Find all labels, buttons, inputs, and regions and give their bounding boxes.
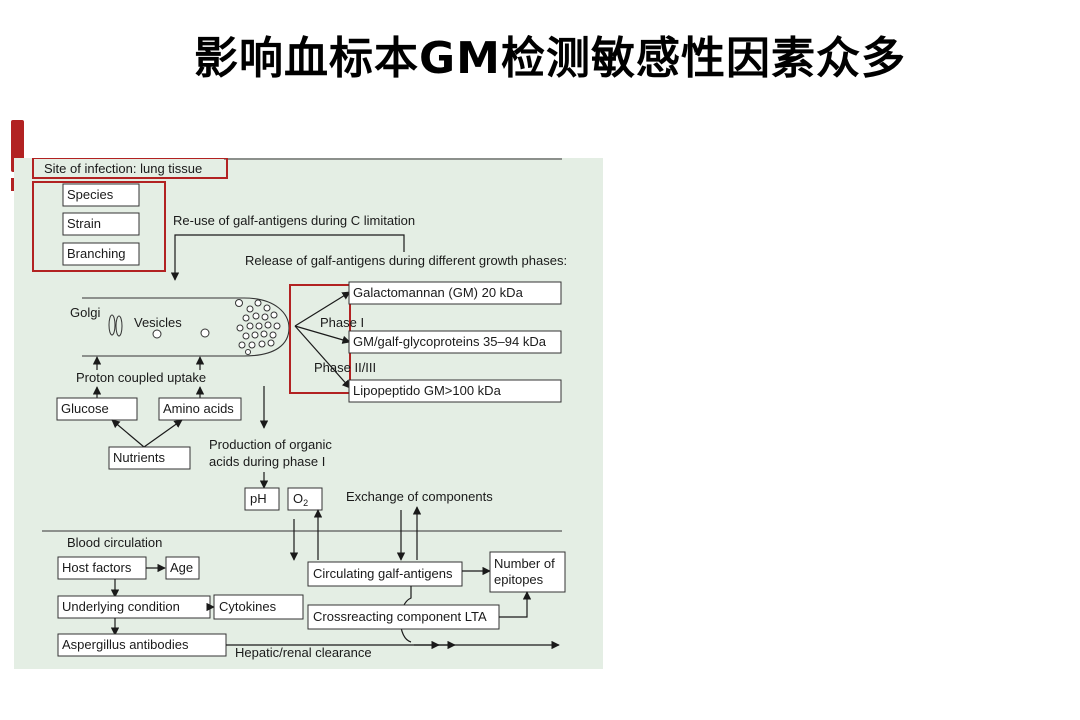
circulating-box (307, 561, 463, 587)
vesicles-label: Vesicles (134, 315, 182, 330)
o2-box (287, 487, 323, 511)
fungus-factors-highlight (32, 181, 166, 272)
ph-label: pH (250, 491, 267, 506)
amino-box (158, 397, 242, 421)
hypha-cell (82, 297, 290, 357)
proton-uptake-label: Proton coupled uptake (76, 370, 206, 385)
phase23-label: Phase II/III (314, 360, 376, 375)
gm-label: Galactomannan (GM) 20 kDa (353, 285, 524, 300)
nutrients-box (108, 446, 191, 470)
underlying-label: Underlying condition (62, 599, 180, 614)
lipo-box (348, 379, 562, 403)
lipo-label: Lipopeptido GM>100 kDa (353, 383, 502, 398)
site-highlight (32, 158, 228, 179)
gm-factor-diagram: Site of infection: lung tissue Species S… (32, 158, 567, 660)
gm-glyco-box (348, 330, 562, 354)
phase1-label: Phase I (320, 315, 364, 330)
nutrients-to-glucose (111, 419, 145, 448)
epitopes-label-line1: Number of (494, 556, 555, 571)
gm-box (348, 281, 562, 305)
reuse-label: Re-use of galf-antigens during C limitat… (173, 213, 415, 228)
nutrients-to-amino (143, 419, 183, 448)
site-label: Site of infection: lung tissue (44, 161, 202, 176)
epitopes-label-line2: epitopes (494, 572, 544, 587)
strain-box (62, 212, 140, 236)
nutrients-label: Nutrients (113, 450, 166, 465)
release-label: Release of galf-antigens during differen… (245, 253, 567, 268)
golgi-label: Golgi (70, 305, 100, 320)
branching-label: Branching (67, 246, 126, 261)
slide-title: 影响血标本GM检测敏感性因素众多 (194, 33, 906, 84)
lta-to-epitopes-arrow (499, 591, 532, 618)
exchange-label: Exchange of components (346, 489, 493, 504)
organic-label-line2: acids during phase I (209, 454, 325, 469)
crossreacting-box (307, 604, 500, 630)
strain-label: Strain (67, 216, 101, 231)
ph-box (244, 487, 280, 511)
circulating-label: Circulating galf-antigens (313, 566, 453, 581)
diagram-panel: Site of infection: lung tissue Species S… (14, 158, 603, 669)
phase23-arrow-lipo (294, 325, 351, 389)
species-label: Species (67, 187, 114, 202)
epitopes-box (489, 551, 566, 593)
blood-circulation-label: Blood circulation (67, 535, 162, 550)
glucose-label: Glucose (61, 401, 109, 416)
species-box (62, 183, 140, 207)
gm-glyco-label: GM/galf-glycoproteins 35–94 kDa (353, 334, 547, 349)
age-label: Age (170, 560, 193, 575)
crossreacting-label: Crossreacting component LTA (313, 609, 487, 624)
cytokines-label: Cytokines (219, 599, 277, 614)
branching-box (62, 242, 140, 266)
cytokines-box (213, 594, 304, 620)
o2-label: O2 (293, 491, 308, 508)
amino-label: Amino acids (163, 401, 234, 416)
aspergillus-label: Aspergillus antibodies (62, 637, 189, 652)
phase1-arrow-glyco (294, 325, 351, 344)
organic-label-line1: Production of organic (209, 437, 332, 452)
glucose-box (56, 397, 138, 421)
clearance-label: Hepatic/renal clearance (235, 645, 372, 660)
age-box (165, 556, 200, 580)
reuse-arrow (170, 234, 405, 281)
host-factors-label: Host factors (62, 560, 132, 575)
phase1-arrow-gm (294, 291, 351, 327)
